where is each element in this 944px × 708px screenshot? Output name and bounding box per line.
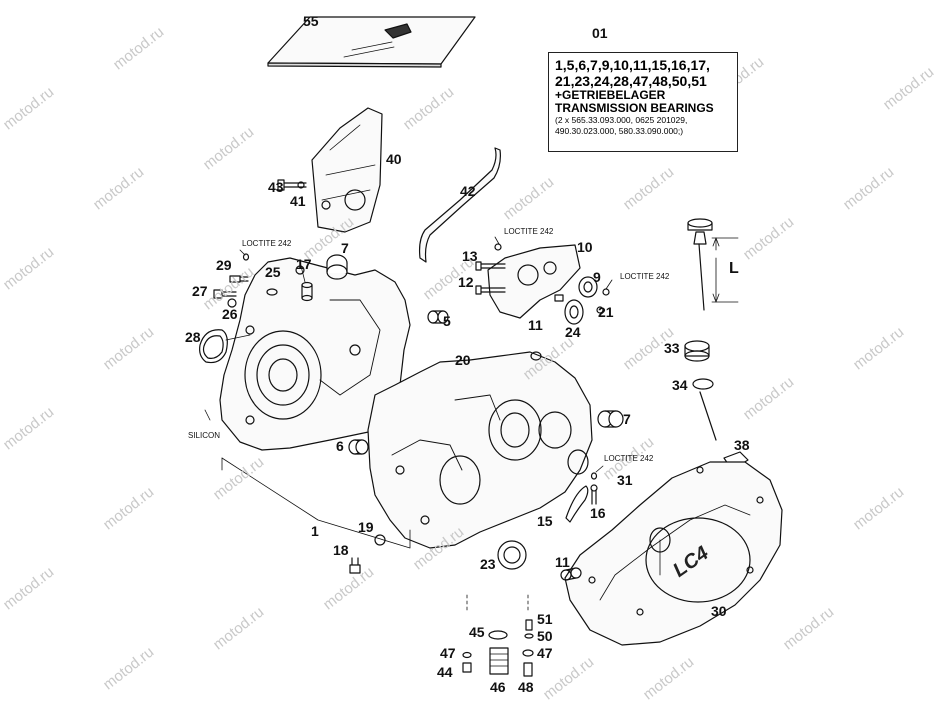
pin-17 bbox=[301, 281, 313, 302]
callout-19: 19 bbox=[358, 519, 374, 535]
bushing-5 bbox=[427, 310, 449, 324]
bushing-7 bbox=[326, 254, 348, 280]
callout-16: 16 bbox=[590, 505, 606, 521]
kit-parts-line-1: 1,5,6,7,9,10,11,15,16,17, bbox=[555, 57, 710, 73]
kit-contents-box: 1,5,6,7,9,10,11,15,16,17, 21,23,24,28,47… bbox=[548, 52, 738, 152]
manual-booklet bbox=[267, 16, 476, 68]
clip-15 bbox=[565, 485, 589, 523]
callout-25: 25 bbox=[265, 264, 281, 280]
callout-23: 23 bbox=[480, 556, 496, 572]
callout-27: 27 bbox=[192, 283, 208, 299]
callout-7b: 7 bbox=[623, 411, 631, 427]
callout-26: 26 bbox=[222, 306, 238, 322]
loctite-note: LOCTITE 242 bbox=[242, 239, 292, 248]
bushing-11b bbox=[560, 567, 582, 581]
sprocket-cover bbox=[311, 107, 383, 233]
callout-24: 24 bbox=[565, 324, 581, 340]
callout-38: 38 bbox=[734, 437, 750, 453]
bolt-18 bbox=[349, 557, 361, 574]
callout-11b: 11 bbox=[555, 554, 570, 570]
callout-34: 34 bbox=[672, 377, 688, 393]
right-crankcase-half bbox=[367, 351, 593, 549]
callout-40: 40 bbox=[386, 151, 402, 167]
kit-parts-line-2: 21,23,24,28,47,48,50,51 bbox=[555, 73, 707, 89]
left-crankcase-half bbox=[219, 257, 411, 451]
shift-assembly bbox=[475, 243, 610, 325]
callout-31: 31 bbox=[617, 472, 633, 488]
callout-43: 43 bbox=[268, 179, 284, 195]
seal-23 bbox=[497, 540, 527, 570]
callout-47: 47 bbox=[440, 645, 456, 661]
callout-5: 5 bbox=[443, 313, 451, 329]
callout-41: 41 bbox=[290, 193, 306, 209]
callout-42: 42 bbox=[460, 183, 476, 199]
callout-50: 50 bbox=[537, 628, 553, 644]
kit-number: 01 bbox=[592, 25, 608, 41]
callout-12: 12 bbox=[458, 274, 474, 290]
gasket-28 bbox=[199, 329, 228, 364]
loctite-note: LOCTITE 242 bbox=[604, 454, 654, 463]
callout-9: 9 bbox=[593, 269, 601, 285]
screw-set-left bbox=[213, 253, 278, 308]
callout-29: 29 bbox=[216, 257, 232, 273]
bushing-7b bbox=[597, 410, 624, 428]
callout-45: 45 bbox=[469, 624, 485, 640]
kit-bearing-de: +GETRIEBELAGER bbox=[555, 88, 666, 102]
callout-7: 7 bbox=[341, 240, 349, 256]
length-label: L bbox=[729, 260, 739, 277]
chain-guide bbox=[418, 147, 501, 263]
dipstick bbox=[687, 218, 739, 311]
callout-28: 28 bbox=[185, 329, 201, 345]
callout-55: 55 bbox=[303, 13, 319, 29]
kit-ref-line-1: (2 x 565.33.093.000, 0625 201029, bbox=[555, 115, 688, 125]
callout-10: 10 bbox=[577, 239, 593, 255]
loctite-note: LOCTITE 242 bbox=[504, 227, 554, 236]
callout-11: 11 bbox=[528, 317, 543, 333]
callout-51: 51 bbox=[537, 611, 553, 627]
callout-48: 48 bbox=[518, 679, 534, 695]
callout-46: 46 bbox=[490, 679, 506, 695]
bolt-16 bbox=[590, 472, 598, 505]
callout-17: 17 bbox=[296, 256, 312, 272]
loctite-note: LOCTITE 242 bbox=[620, 272, 670, 281]
callout-18: 18 bbox=[333, 542, 349, 558]
callout-33: 33 bbox=[664, 340, 680, 356]
drain-assembly bbox=[462, 594, 534, 677]
clutch-cover bbox=[564, 461, 783, 646]
kit-bearing-en: TRANSMISSION BEARINGS bbox=[555, 101, 714, 115]
kit-ref-line-2: 490.30.023.000, 580.33.090.000;) bbox=[555, 126, 684, 136]
callout-44: 44 bbox=[437, 664, 453, 680]
callout-15: 15 bbox=[537, 513, 553, 529]
bolt-43 bbox=[277, 179, 307, 191]
callout-1: 1 bbox=[311, 523, 319, 539]
callout-47b: 47 bbox=[537, 645, 553, 661]
callout-13: 13 bbox=[462, 248, 478, 264]
callout-30: 30 bbox=[711, 603, 727, 619]
callout-20: 20 bbox=[455, 352, 471, 368]
silicon-note: SILICON bbox=[188, 431, 221, 440]
callout-6: 6 bbox=[336, 438, 344, 454]
bushing-6 bbox=[348, 439, 369, 455]
filler-cap bbox=[684, 340, 717, 441]
callout-21: 21 bbox=[598, 304, 614, 320]
